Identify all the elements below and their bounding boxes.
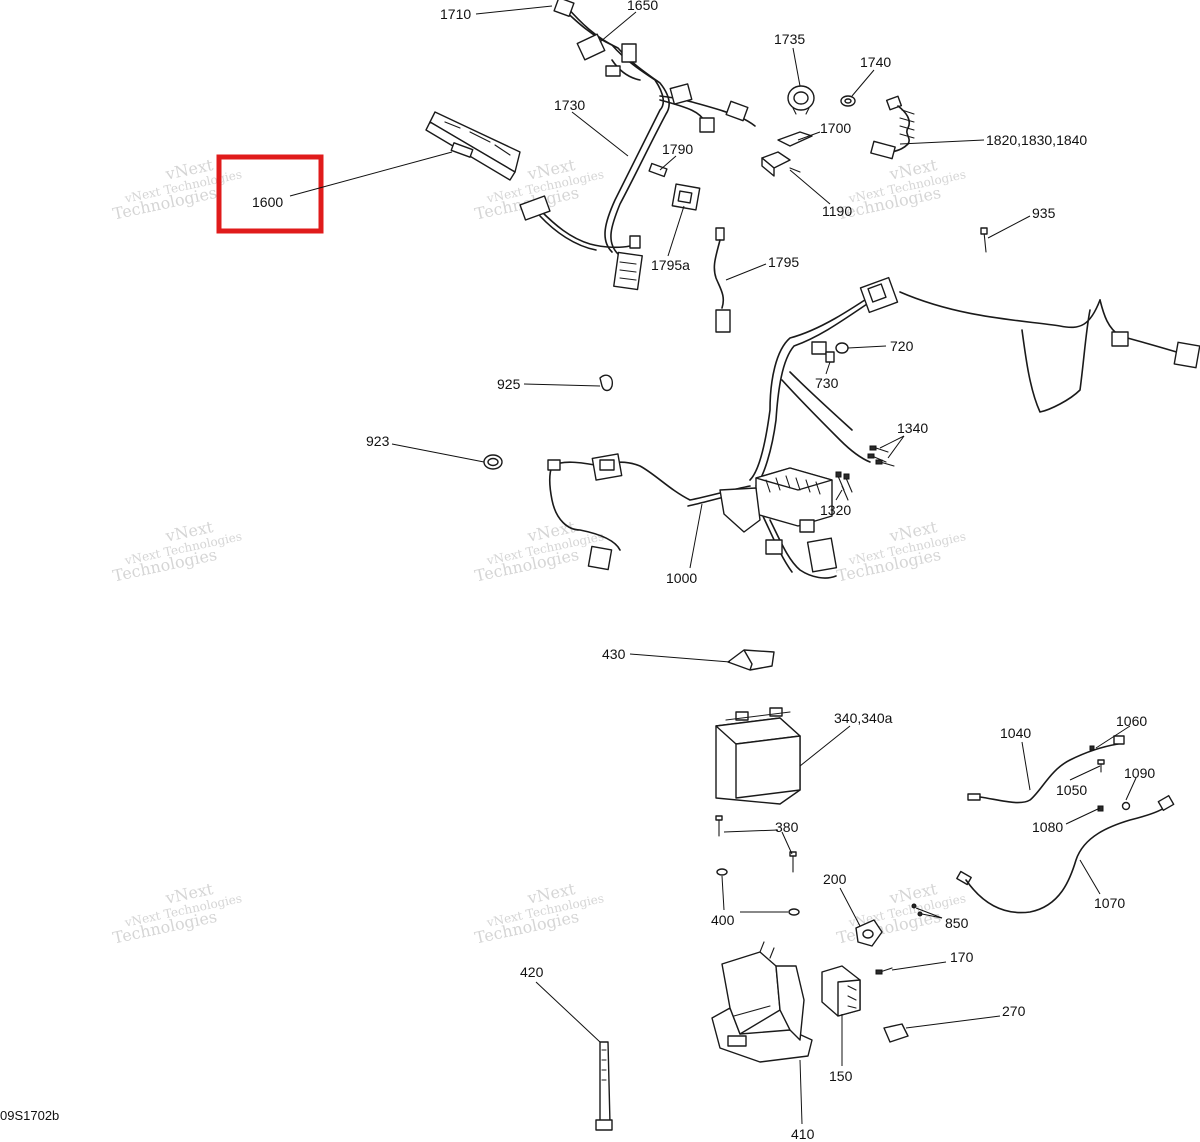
ignition-switch-1735[interactable] bbox=[787, 85, 815, 115]
callout-170: 170 bbox=[950, 949, 974, 965]
callout-420: 420 bbox=[520, 964, 544, 980]
relay-1190[interactable] bbox=[761, 151, 801, 177]
hold-down-strap-420[interactable] bbox=[595, 1041, 613, 1131]
callout-1730: 1730 bbox=[554, 97, 585, 113]
highlight-box bbox=[216, 154, 324, 234]
battery-cable-1040[interactable] bbox=[967, 735, 1125, 804]
callout-1050: 1050 bbox=[1056, 782, 1087, 798]
battery-cover-430[interactable] bbox=[727, 649, 775, 671]
callout-720: 720 bbox=[890, 338, 914, 354]
diagram-code: 09S1702b bbox=[0, 1108, 59, 1123]
callout-1700: 1700 bbox=[820, 120, 851, 136]
callout-340-340a: 340,340a bbox=[834, 710, 893, 726]
bolt-1050[interactable] bbox=[1097, 759, 1105, 773]
bolt-1060[interactable] bbox=[1089, 745, 1095, 751]
control-module-1600[interactable] bbox=[425, 111, 521, 181]
connector-270[interactable] bbox=[883, 1023, 909, 1043]
screw-935[interactable] bbox=[980, 227, 988, 253]
watermarks: vNext vNext Technologies Technologies vN… bbox=[111, 155, 967, 948]
callout-1790: 1790 bbox=[662, 141, 693, 157]
callout-935: 935 bbox=[1032, 205, 1056, 221]
cable-tie-923[interactable] bbox=[483, 454, 503, 470]
main-wiring-harness-1000[interactable] bbox=[547, 276, 1200, 579]
callout-850: 850 bbox=[945, 915, 969, 931]
callout-1000: 1000 bbox=[666, 570, 697, 586]
callout-1600: 1600 bbox=[252, 194, 283, 210]
washer-400[interactable] bbox=[716, 868, 800, 916]
coil-cable-1820[interactable] bbox=[870, 95, 915, 160]
callout-380: 380 bbox=[775, 819, 799, 835]
callout-730: 730 bbox=[815, 375, 839, 391]
callout-labels: 1710 1650 1735 1740 1730 1700 1820,1830,… bbox=[252, 0, 1155, 1142]
callout-1080: 1080 bbox=[1032, 819, 1063, 835]
bolt-380[interactable] bbox=[715, 815, 797, 873]
cable-tie-925[interactable] bbox=[599, 374, 614, 392]
module-150[interactable] bbox=[821, 965, 861, 1017]
callout-1820-1830-1840: 1820,1830,1840 bbox=[986, 132, 1087, 148]
nut-1090[interactable] bbox=[1121, 801, 1131, 811]
clip-720[interactable] bbox=[835, 342, 849, 354]
battery-cable-1070[interactable] bbox=[956, 794, 1175, 914]
callout-1190: 1190 bbox=[822, 203, 852, 219]
callout-1710: 1710 bbox=[440, 6, 471, 22]
callout-1650: 1650 bbox=[627, 0, 658, 13]
screw-170[interactable] bbox=[875, 967, 893, 975]
callout-150: 150 bbox=[829, 1068, 853, 1084]
callout-430: 430 bbox=[602, 646, 626, 662]
callout-1040: 1040 bbox=[1000, 725, 1031, 741]
callout-410: 410 bbox=[791, 1126, 815, 1142]
callout-1320: 1320 bbox=[820, 502, 851, 518]
clip-730[interactable] bbox=[825, 351, 835, 363]
callout-925: 925 bbox=[497, 376, 521, 392]
wiring-harness-1730[interactable] bbox=[519, 0, 756, 291]
callout-1795: 1795 bbox=[768, 254, 799, 270]
battery-tray-410[interactable] bbox=[711, 941, 813, 1063]
callout-1340: 1340 bbox=[897, 420, 928, 436]
callout-1070: 1070 bbox=[1094, 895, 1125, 911]
leader-lines bbox=[289, 5, 1137, 1125]
connector-1795a[interactable] bbox=[671, 183, 701, 211]
callout-1740: 1740 bbox=[860, 54, 891, 70]
callout-200: 200 bbox=[823, 871, 847, 887]
callout-1060: 1060 bbox=[1116, 713, 1147, 729]
callout-1795a: 1795a bbox=[651, 257, 690, 273]
terminals-1320[interactable] bbox=[835, 471, 853, 501]
callout-923: 923 bbox=[366, 433, 390, 449]
callout-400: 400 bbox=[711, 912, 735, 928]
callout-1735: 1735 bbox=[774, 31, 805, 47]
bracket-1700[interactable] bbox=[777, 131, 813, 147]
sensor-cable-1795[interactable] bbox=[713, 227, 731, 333]
nut-1740[interactable] bbox=[840, 95, 856, 107]
terminals-1340[interactable] bbox=[867, 445, 895, 467]
callout-1090: 1090 bbox=[1124, 765, 1155, 781]
relay-200[interactable] bbox=[855, 919, 883, 947]
callout-270: 270 bbox=[1002, 1003, 1026, 1019]
battery-340[interactable] bbox=[715, 707, 801, 805]
fuse-1790[interactable] bbox=[648, 162, 668, 178]
